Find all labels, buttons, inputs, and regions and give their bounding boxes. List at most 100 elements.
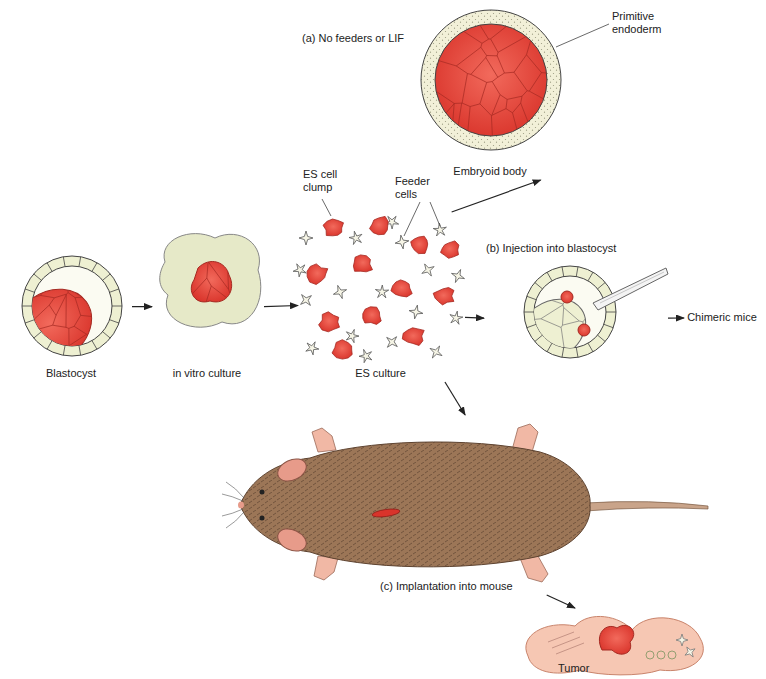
es-cell-clump xyxy=(441,241,459,258)
cell-wall xyxy=(527,324,536,327)
embryoid-body-drawing xyxy=(421,10,561,150)
process-arrow xyxy=(452,180,541,212)
feeder-cell xyxy=(299,231,313,245)
cell-wall xyxy=(47,341,52,350)
cell-wall xyxy=(34,274,42,280)
feeder-cell xyxy=(409,305,423,319)
cell-wall xyxy=(103,332,111,338)
feeder-cell xyxy=(306,342,319,355)
stage-caption: Embryoid body xyxy=(453,165,526,178)
feeder-cell xyxy=(346,329,359,342)
feeder-cell xyxy=(333,285,346,298)
stage-frame: in vitro culture xyxy=(152,225,264,382)
es-cell-clump xyxy=(411,236,428,253)
cell-wall xyxy=(79,345,81,355)
feeder-cell xyxy=(293,264,306,277)
es-cell-clump xyxy=(370,216,389,234)
cell-wall xyxy=(576,267,578,277)
cell-wall xyxy=(112,306,122,307)
cell-texture xyxy=(433,22,549,138)
stage-caption: Blastocyst xyxy=(46,367,96,380)
cell-wall xyxy=(547,272,552,281)
part-label: Feeder cells xyxy=(395,175,441,201)
feeder-cell xyxy=(349,231,362,244)
feeder-cell xyxy=(685,647,695,657)
leader-line xyxy=(322,24,609,236)
tumor-drawing xyxy=(526,616,703,674)
cell-wall xyxy=(47,263,52,272)
cell-wall xyxy=(535,335,543,341)
process-arrow xyxy=(465,317,484,319)
stage-frame: Tumor xyxy=(518,608,708,677)
stage-frame: Embryoid body xyxy=(418,4,564,180)
es-cell-clump xyxy=(391,280,412,297)
feeder-cell xyxy=(301,295,312,306)
es-cell-clump xyxy=(402,328,424,346)
feeder-cell xyxy=(676,634,688,646)
cell-wall xyxy=(25,289,34,292)
cell-wall xyxy=(22,306,32,307)
feeder-cell xyxy=(450,311,463,324)
es-cell-clump xyxy=(363,307,381,325)
cell-wall xyxy=(92,263,97,272)
condition-label: (a) No feeders or LIF xyxy=(300,32,406,44)
cell-texture xyxy=(30,264,114,348)
process-arrow xyxy=(668,317,684,318)
injection-drawing xyxy=(506,266,668,374)
es-cell-clump xyxy=(353,255,372,272)
part-label: ES cell clump xyxy=(303,168,349,194)
cell-wall xyxy=(588,272,593,281)
es-cell-clump xyxy=(319,312,340,332)
cell-texture xyxy=(532,274,608,350)
feeder-cell xyxy=(395,235,409,249)
es-cell-clump xyxy=(433,288,454,305)
part-label: Primitive endoderm xyxy=(612,10,674,36)
cell-wall xyxy=(598,335,606,341)
es-culture-drawing xyxy=(293,216,464,362)
cell-wall xyxy=(576,347,578,357)
es-cell-clump xyxy=(332,340,352,359)
stage-caption: ES culture xyxy=(355,367,406,380)
cell-wall xyxy=(588,343,593,352)
blastocyst-drawing xyxy=(0,256,122,378)
process-arrow xyxy=(547,595,575,608)
process-arrow xyxy=(132,306,152,307)
outcome-label: Chimeric mice xyxy=(684,306,762,330)
cell-wall xyxy=(103,274,111,280)
feeder-cell xyxy=(375,285,388,298)
feeder-cell xyxy=(387,337,398,348)
cell-wall xyxy=(535,282,543,288)
stage-frame: ES culture xyxy=(298,212,465,382)
feeder-cell xyxy=(452,270,465,283)
stage-caption: in vitro culture xyxy=(173,367,241,380)
stage-frame: Blastocyst xyxy=(12,252,132,382)
cell-wall xyxy=(562,347,564,357)
cell-wall xyxy=(547,343,552,352)
cell-wall xyxy=(527,296,536,299)
cell-wall xyxy=(34,332,42,338)
cell-wall xyxy=(25,320,34,323)
cell-wall xyxy=(63,257,65,267)
stage-caption: Chimeric mice xyxy=(687,311,757,324)
feeder-cell xyxy=(422,264,434,276)
cell-wall xyxy=(63,345,65,355)
feeder-cell xyxy=(430,346,442,358)
cell-wall xyxy=(524,312,534,313)
es-cell-clump xyxy=(307,264,328,285)
cell-wall xyxy=(604,324,613,327)
stage-frame: (c) Implantation into mouse xyxy=(205,415,715,595)
culture-drawing xyxy=(160,234,261,328)
cell-wall xyxy=(92,341,97,350)
stage-caption: Tumor xyxy=(558,662,589,675)
cell-texture xyxy=(189,259,233,303)
cell-wall xyxy=(598,282,606,288)
mouse-drawing xyxy=(222,424,708,582)
stage-caption: (b) Injection into blastocyst xyxy=(486,242,616,255)
es-cell-clump xyxy=(323,219,344,236)
cell-wall xyxy=(79,257,81,267)
cell-wall xyxy=(562,267,564,277)
process-arrow xyxy=(445,382,465,415)
cell-wall xyxy=(110,289,119,292)
